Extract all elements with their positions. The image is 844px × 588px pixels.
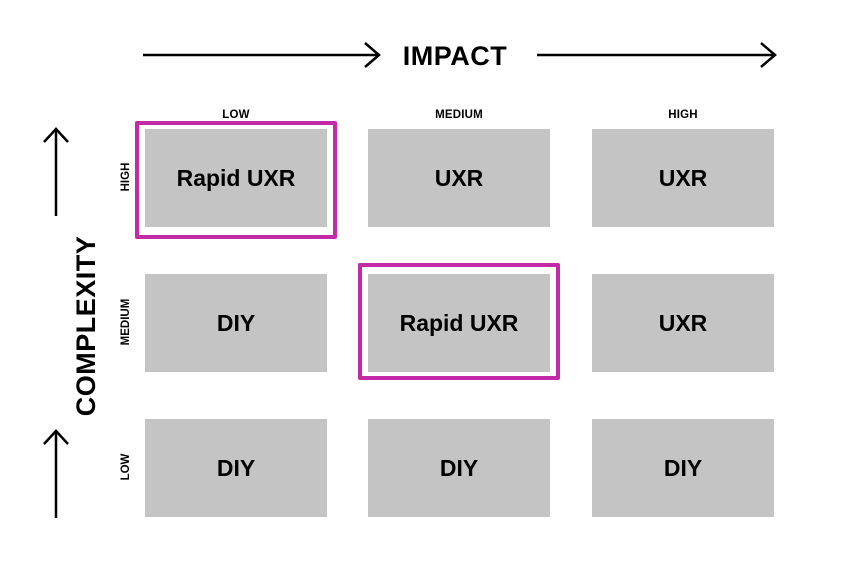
- cell-medium-low: DIY: [145, 274, 327, 372]
- complexity-axis-label: COMPLEXITY: [71, 235, 101, 417]
- cell-medium-medium: Rapid UXR: [368, 274, 550, 372]
- cell-low-high: DIY: [592, 419, 774, 517]
- cell-high-high: UXR: [592, 129, 774, 227]
- row-label-low: LOW: [120, 453, 132, 481]
- column-label-high: HIGH: [668, 109, 698, 121]
- column-label-medium: MEDIUM: [435, 109, 483, 121]
- cell-high-medium: UXR: [368, 129, 550, 227]
- impact-arrow-left: [143, 42, 381, 68]
- complexity-arrow-top: [43, 127, 69, 216]
- cell-low-medium: DIY: [368, 419, 550, 517]
- complexity-arrow-bottom: [43, 429, 69, 518]
- highlight-frame-medium-medium: [358, 263, 560, 380]
- cell-medium-high: UXR: [592, 274, 774, 372]
- highlight-frame-high-low: [135, 121, 337, 239]
- row-label-high: HIGH: [120, 162, 132, 192]
- cell-low-low: DIY: [145, 419, 327, 517]
- impact-arrow-right: [537, 42, 777, 68]
- impact-axis-label: IMPACT: [402, 41, 508, 71]
- column-label-low: LOW: [222, 109, 250, 121]
- row-label-medium: MEDIUM: [120, 298, 132, 346]
- cell-high-low: Rapid UXR: [145, 129, 327, 227]
